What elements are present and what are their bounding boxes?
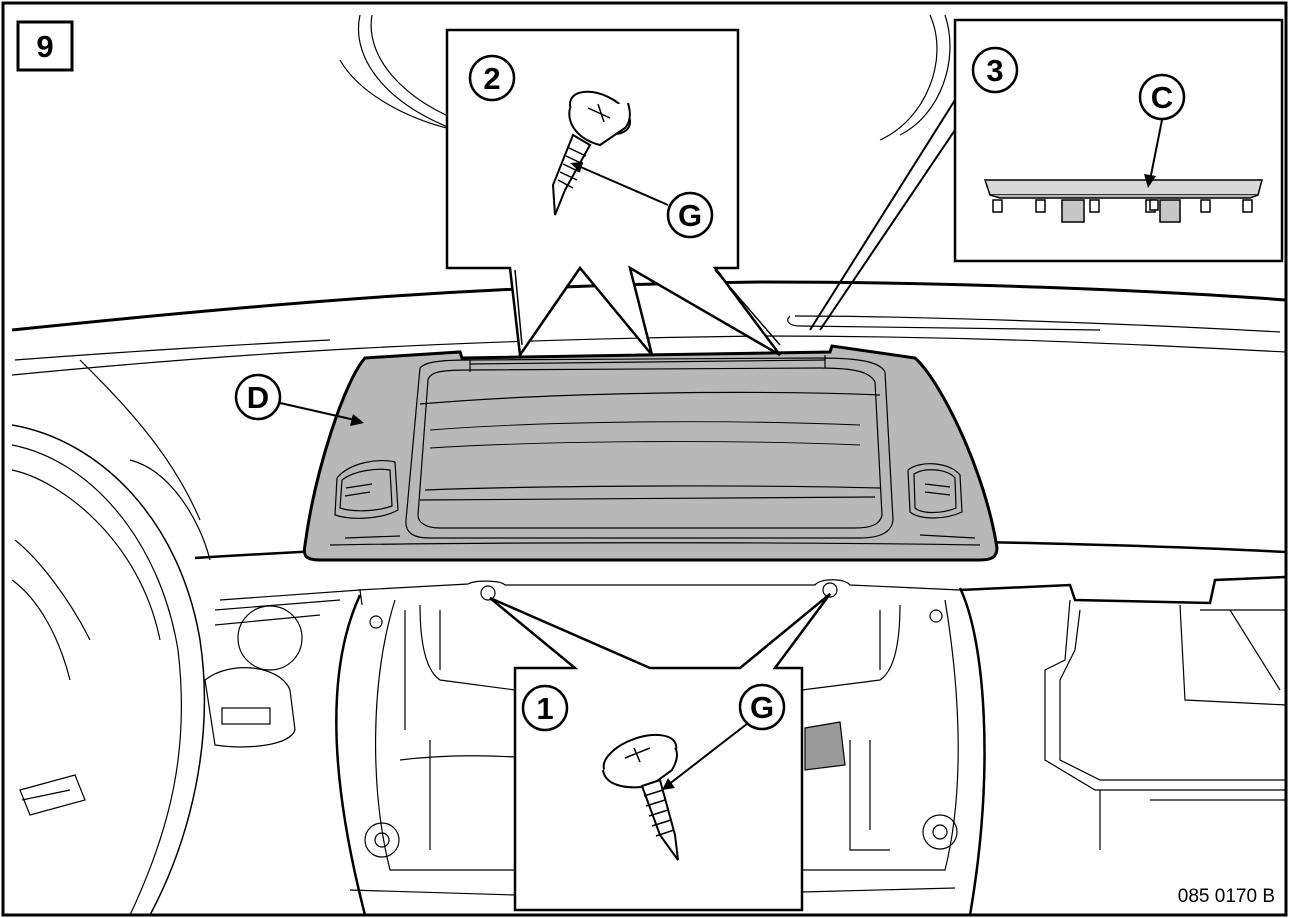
label-circles xyxy=(234,46,1186,732)
screw-g-label-top: G xyxy=(678,198,702,233)
detail-2-number: 2 xyxy=(483,61,500,96)
detail-1-callout xyxy=(489,593,832,912)
dashboard-cover-d xyxy=(302,344,999,562)
detail-2-callout xyxy=(445,28,782,359)
detail-3-number: 3 xyxy=(986,53,1003,88)
trim-c-label: C xyxy=(1151,80,1173,115)
figure-code: 085 0170 B xyxy=(1178,886,1275,907)
trim-strip-c xyxy=(983,179,1263,223)
detail-1-number: 1 xyxy=(536,691,553,726)
cover-d-label: D xyxy=(247,380,269,415)
screw-g-label-bottom: G xyxy=(750,690,774,725)
screw-g-detail-2 xyxy=(551,90,631,216)
step-number: 9 xyxy=(36,29,53,64)
step-number-box xyxy=(16,20,74,72)
screw-g-detail-1 xyxy=(602,733,679,861)
